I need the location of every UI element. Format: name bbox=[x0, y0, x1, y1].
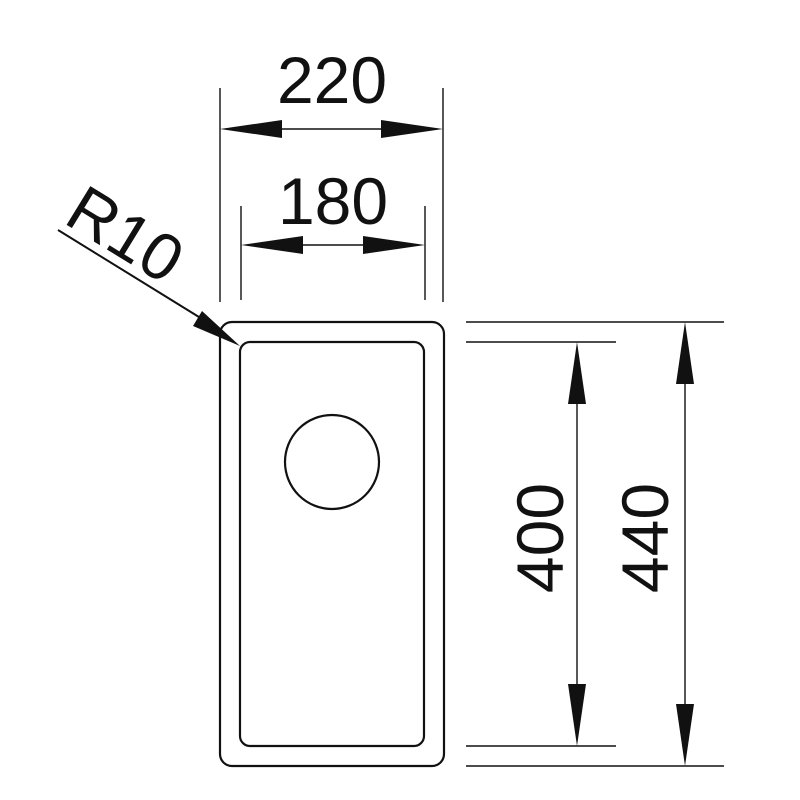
drain-hole bbox=[283, 413, 381, 511]
inner-length-dimension: 400 bbox=[466, 341, 616, 747]
outer-width-dimension: 220 bbox=[219, 43, 444, 302]
outer-length-dimension: 440 bbox=[466, 321, 724, 767]
arrowhead-inner-width-right bbox=[363, 236, 425, 254]
arrowhead-outer-length-bottom bbox=[676, 704, 694, 766]
arrowhead-outer-width-left bbox=[220, 120, 282, 138]
radius-leader-line bbox=[57, 229, 221, 331]
arrowhead-outer-width-right bbox=[381, 120, 443, 138]
radius-arrowhead bbox=[193, 311, 240, 346]
arrowhead-inner-length-bottom bbox=[568, 684, 586, 746]
inner-length-label: 400 bbox=[503, 483, 577, 593]
arrowhead-inner-length-top bbox=[568, 342, 586, 404]
outer-width-label: 220 bbox=[277, 43, 387, 117]
sink-outer-rim bbox=[218, 320, 446, 768]
arrowhead-inner-width-left bbox=[241, 236, 303, 254]
outer-length-label: 440 bbox=[608, 483, 682, 593]
radius-label: R10 bbox=[55, 171, 197, 297]
inner-width-dimension: 180 bbox=[240, 164, 426, 300]
sink-inner-bowl bbox=[238, 340, 426, 748]
sink-body bbox=[218, 320, 446, 768]
inner-width-label: 180 bbox=[278, 164, 388, 238]
arrowhead-outer-length-top bbox=[676, 322, 694, 384]
corner-radius-callout: R10 bbox=[55, 171, 240, 346]
